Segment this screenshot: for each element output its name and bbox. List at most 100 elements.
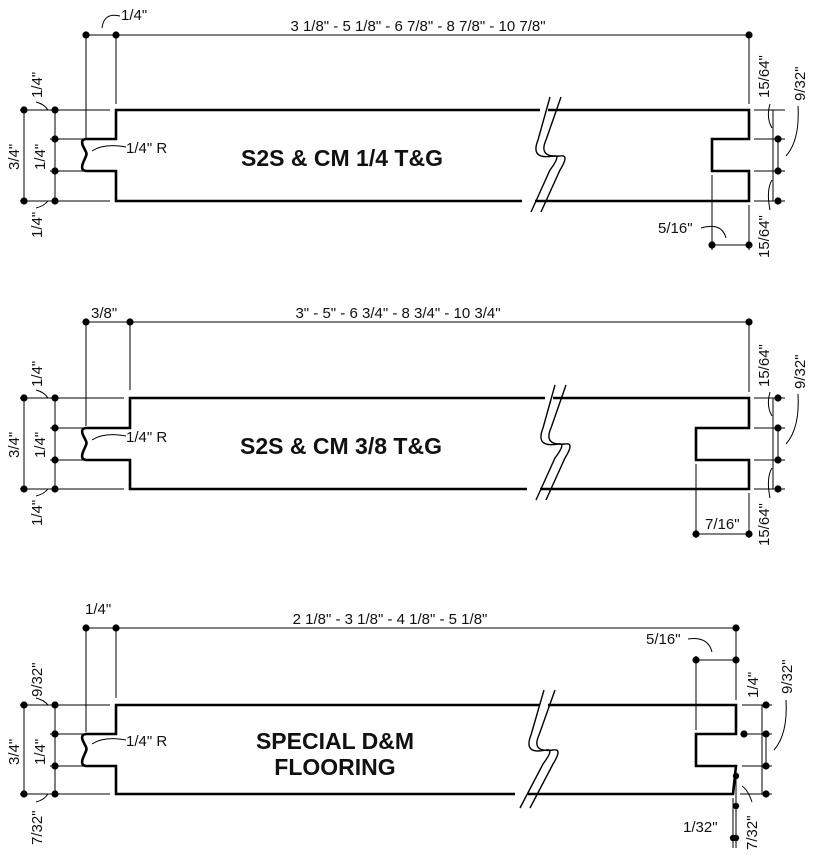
profile-1-left-top-leader — [35, 101, 49, 111]
profile-2-groove-depth-label: 7/16" — [705, 516, 740, 533]
profile-2-right-bot-leader — [767, 467, 773, 499]
profile-3-dot — [762, 730, 770, 738]
profile-2-dot — [126, 318, 134, 326]
profile-1-left-mid-label: 1/4" — [32, 144, 49, 170]
profile-2-left-bot-leader — [35, 488, 49, 497]
profile-1-radius-leader — [91, 145, 127, 152]
profile-2-right-top-leader — [767, 391, 773, 417]
profile-2-dot — [774, 485, 782, 493]
profile-1-break-line — [530, 96, 558, 213]
profile-3-right-top-label: 1/4" — [745, 672, 762, 698]
profile-3-dot — [692, 656, 700, 664]
profile-3-board-outline — [80, 703, 540, 796]
profile-3-break-line — [519, 689, 551, 809]
profile-1-left-bot-label: 1/4" — [29, 212, 46, 238]
profile-1-groove-depth-label: 5/16" — [658, 220, 693, 237]
profile-1-dot — [774, 167, 782, 175]
profile-3-dot — [762, 762, 770, 770]
profile-2: S2S & CM 3/8 T&G 3" - 5" - 6 3/4" - 8 3/… — [6, 305, 809, 546]
profile-1-thickness-label: 3/4" — [6, 144, 23, 170]
profile-3-dot — [732, 656, 740, 664]
profile-2-right-span-leader — [785, 393, 799, 445]
profile-1: S2S & CM 1/4 T&G 3 1/8" - 5 1/8" - 6 7/8… — [6, 7, 809, 258]
profile-1-title: S2S & CM 1/4 T&G — [241, 145, 443, 171]
profile-3: SPECIAL D&M FLOORING 2 1/8" - 3 1/8" - 4… — [6, 601, 796, 850]
profile-2-board-outline — [80, 396, 545, 491]
profile-1-tongue-label: 1/4" — [121, 7, 147, 24]
profile-1-right-top-leader — [767, 103, 773, 129]
profile-3-dot — [112, 624, 120, 632]
profile-2-dot — [82, 318, 90, 326]
profile-2-dot — [774, 394, 782, 402]
profile-2-right-span-label: 9/32" — [792, 354, 809, 389]
profile-3-break-line-2 — [529, 689, 559, 809]
profile-1-dot — [745, 241, 753, 249]
profile-3-widths-label: 2 1/8" - 3 1/8" - 4 1/8" - 5 1/8" — [293, 611, 488, 628]
profile-2-left-top-label: 1/4" — [29, 361, 46, 387]
profile-3-bottom-offset-label: 1/32" — [683, 819, 718, 836]
profile-1-dot — [82, 31, 90, 39]
profile-1-dot — [20, 197, 28, 205]
profile-3-left-top-leader — [35, 697, 49, 706]
profile-3-dot — [51, 701, 59, 709]
profile-2-dot — [51, 394, 59, 402]
profile-3-left-top-label: 9/32" — [29, 662, 46, 697]
profile-1-right-span-label: 9/32" — [792, 66, 809, 101]
profile-2-radius-label: 1/4" R — [126, 429, 167, 446]
profile-3-thickness-label: 3/4" — [6, 739, 23, 765]
profile-1-widths-label: 3 1/8" - 5 1/8" - 6 7/8" - 8 7/8" - 10 7… — [290, 18, 545, 35]
profile-1-dot — [774, 197, 782, 205]
profile-3-groove-leader — [687, 638, 713, 653]
profile-3-dot — [20, 701, 28, 709]
profile-3-dot — [762, 701, 770, 709]
profile-2-dot — [51, 456, 59, 464]
profile-3-right-span-leader — [773, 699, 787, 751]
profile-3-title-line-1: SPECIAL D&M — [256, 728, 414, 754]
profile-1-right-bot-leader — [767, 179, 773, 211]
profile-3-tongue-label: 1/4" — [85, 601, 111, 618]
profile-1-break-line-2 — [540, 96, 566, 213]
profile-2-dot — [51, 424, 59, 432]
profile-2-right-top-label: 15/64" — [756, 344, 773, 387]
profile-3-dot — [732, 624, 740, 632]
profile-3-dot — [51, 730, 59, 738]
profile-2-dot — [745, 530, 753, 538]
profile-1-dot — [51, 197, 59, 205]
profile-2-title: S2S & CM 3/8 T&G — [240, 433, 442, 459]
profile-3-radius-label: 1/4" R — [126, 733, 167, 750]
profile-2-dot — [774, 456, 782, 464]
profile-2-widths-label: 3" - 5" - 6 3/4" - 8 3/4" - 10 3/4" — [295, 305, 500, 322]
profile-2-right-bot-label: 15/64" — [756, 503, 773, 546]
profile-2-break-line-2 — [545, 384, 571, 501]
profile-1-left-bot-leader — [35, 200, 49, 209]
profile-1-dot — [51, 135, 59, 143]
profile-2-left-bot-label: 1/4" — [29, 500, 46, 526]
profile-3-board-outline-right — [528, 703, 738, 796]
profile-1-dot — [774, 135, 782, 143]
profile-1-board-outline — [80, 108, 540, 203]
profile-1-dot — [745, 31, 753, 39]
profile-3-radius-leader — [91, 738, 127, 745]
profile-2-thickness-label: 3/4" — [6, 432, 23, 458]
profile-1-dot — [112, 31, 120, 39]
profile-3-bottom-right-label: 7/32" — [744, 815, 761, 850]
profile-3-dot — [732, 772, 740, 780]
profile-3-dot — [732, 802, 740, 810]
profile-3-bottom-right-leader — [741, 785, 753, 803]
profile-2-dot — [51, 485, 59, 493]
profile-2-break-line — [535, 384, 563, 501]
profile-3-dot — [82, 624, 90, 632]
profile-3-dot — [762, 790, 770, 798]
profile-1-dot — [708, 241, 716, 249]
profile-2-dot — [745, 318, 753, 326]
profile-1-right-bot-label: 15/64" — [756, 215, 773, 258]
profile-1-radius-label: 1/4" R — [126, 140, 167, 157]
profile-3-dot — [20, 790, 28, 798]
profile-2-dot — [774, 424, 782, 432]
profile-2-radius-leader — [91, 434, 127, 441]
profile-3-left-bot-label: 7/32" — [29, 810, 46, 845]
profile-2-tongue-label: 3/8" — [91, 305, 117, 322]
profile-3-dot — [51, 790, 59, 798]
profile-3-groove-depth-label: 5/16" — [646, 631, 681, 648]
